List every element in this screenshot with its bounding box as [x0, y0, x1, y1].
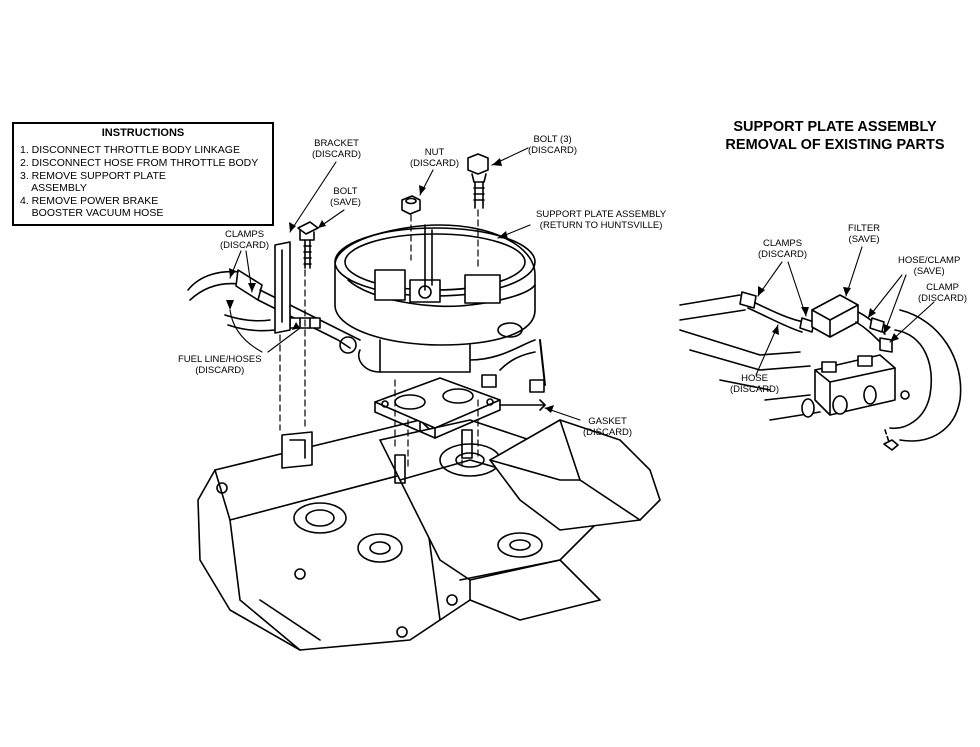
callout-text: (DISCARD): [195, 365, 245, 376]
callout-text: (DISCARD): [528, 145, 578, 156]
callout-bolt-3: BOLT (3) (DISCARD): [528, 134, 577, 156]
support-plate-assembly: [334, 224, 546, 393]
callout-clamp: CLAMP (DISCARD): [918, 282, 967, 304]
callout-text: (DISCARD): [410, 158, 460, 169]
callout-nut: NUT (DISCARD): [410, 147, 459, 169]
callout-text: (DISCARD): [312, 149, 362, 160]
instructions-heading: INSTRUCTIONS: [101, 127, 185, 139]
alignment-lines: [279, 209, 479, 471]
callout-support-plate: SUPPORT PLATE ASSEMBLY (RETURN TO HUNTSV…: [536, 209, 666, 231]
gasket: [374, 377, 546, 439]
bolt-save: [297, 221, 319, 269]
callout-text: GASKET: [588, 416, 627, 427]
callout-text: (SAVE): [848, 234, 880, 245]
instruction-item: 3. REMOVE SUPPORT PLATE: [20, 170, 166, 182]
callout-text: CLAMPS: [225, 229, 265, 240]
callout-filter: FILTER (SAVE): [848, 223, 880, 245]
callout-text: (DISCARD): [758, 249, 808, 260]
callout-text: (SAVE): [330, 197, 361, 208]
callout-bracket: BRACKET (DISCARD): [312, 138, 361, 160]
callout-hose-clamp: HOSE/CLAMP (SAVE): [898, 255, 960, 277]
callout-text: CLAMP: [926, 282, 959, 293]
callout-text: BRACKET: [314, 138, 359, 149]
callout-text: HOSE/CLAMP: [898, 255, 961, 266]
callout-text: (DISCARD): [583, 427, 633, 438]
callout-bolt: BOLT (SAVE): [330, 186, 361, 208]
instruction-item: ASSEMBLY: [20, 182, 87, 194]
callout-text: CLAMPS: [763, 238, 803, 249]
page-title: SUPPORT PLATE ASSEMBLY REMOVAL OF EXISTI…: [690, 118, 980, 154]
callout-text: BOLT: [333, 186, 358, 197]
callout-text: FILTER: [848, 223, 881, 234]
callout-text: (SAVE): [913, 266, 945, 277]
bracket: [274, 241, 291, 334]
instruction-item: 4. REMOVE POWER BRAKE: [20, 195, 159, 207]
arrow-heads: [226, 158, 899, 413]
title-line-1: SUPPORT PLATE ASSEMBLY: [733, 119, 937, 135]
callout-clamps-left: CLAMPS (DISCARD): [220, 229, 269, 251]
callout-text: (RETURN TO HUNTSVILLE): [539, 220, 663, 231]
instruction-item: 1. DISCONNECT THROTTLE BODY LINKAGE: [20, 144, 240, 156]
callout-fuel-line: FUEL LINE/HOSES (DISCARD): [178, 354, 262, 376]
callout-text: BOLT (3): [533, 134, 572, 145]
nut: [401, 195, 421, 215]
intake-manifold: [197, 419, 661, 651]
callout-text: SUPPORT PLATE ASSEMBLY: [536, 209, 667, 220]
instruction-item: 2. DISCONNECT HOSE FROM THROTTLE BODY: [20, 157, 259, 169]
instructions-box: INSTRUCTIONS 1. DISCONNECT THROTTLE BODY…: [12, 122, 274, 226]
callout-text: (DISCARD): [730, 384, 780, 395]
callout-text: HOSE: [741, 373, 769, 384]
brake-booster-inset: [679, 291, 962, 451]
callout-gasket: GASKET (DISCARD): [583, 416, 632, 438]
callout-text: (DISCARD): [220, 240, 270, 251]
callout-hose: HOSE (DISCARD): [730, 373, 779, 395]
bolt-3: [467, 153, 489, 209]
instruction-item: BOOSTER VACUUM HOSE: [20, 207, 164, 219]
callout-clamps-right: CLAMPS (DISCARD): [758, 238, 807, 260]
callout-text: NUT: [424, 147, 445, 158]
title-line-2: REMOVAL OF EXISTING PARTS: [725, 137, 945, 153]
callout-text: (DISCARD): [918, 293, 968, 304]
callout-text: FUEL LINE/HOSES: [178, 354, 262, 365]
